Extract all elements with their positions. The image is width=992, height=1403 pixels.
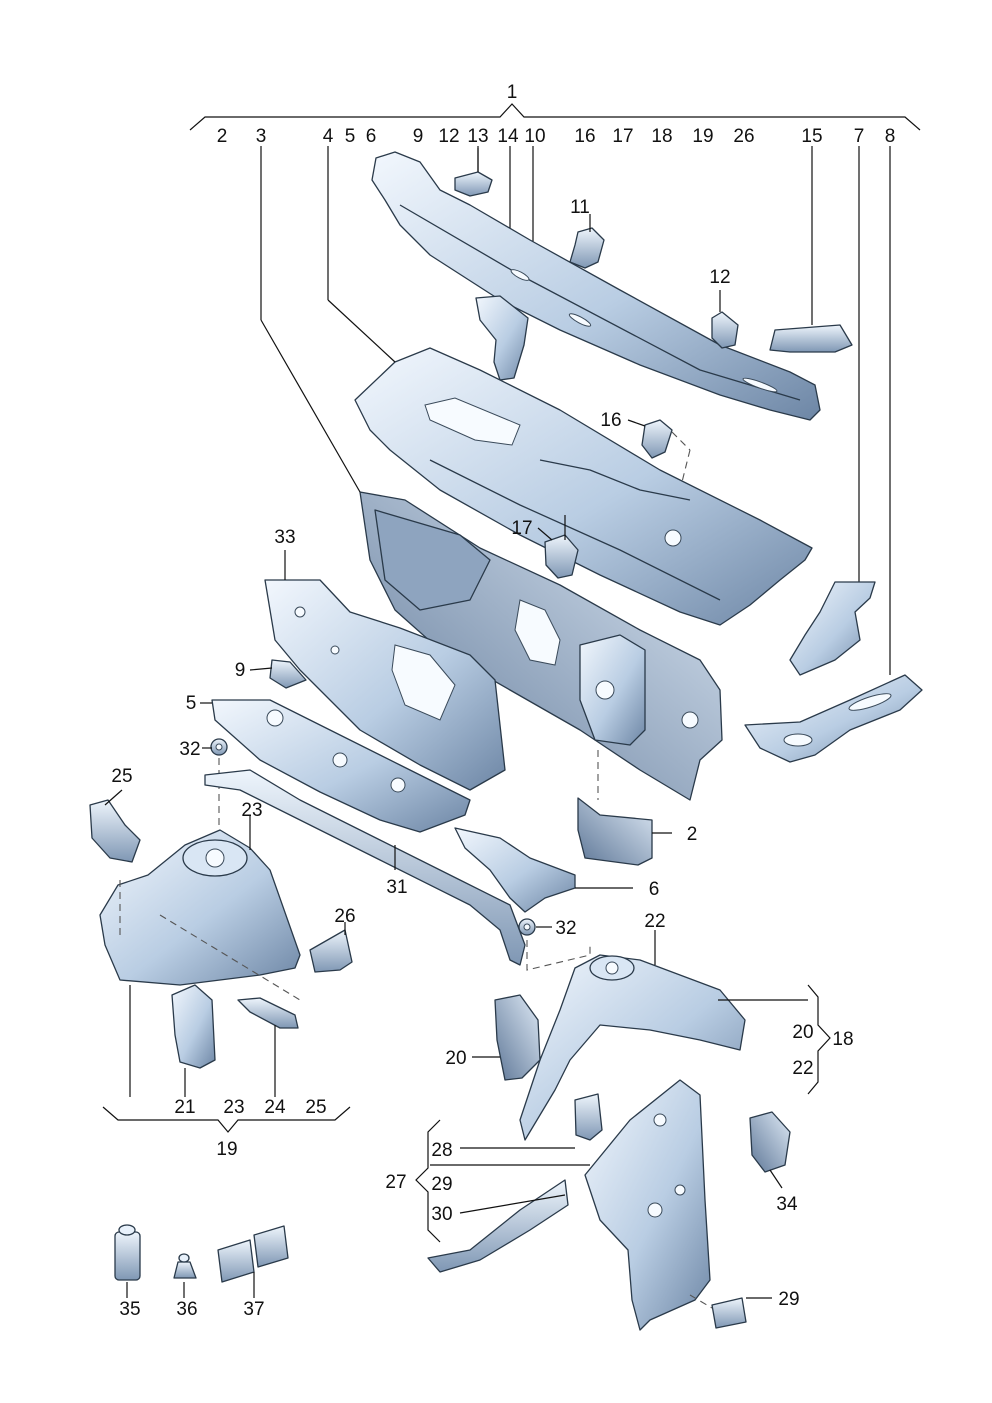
label-9: 9 bbox=[413, 126, 424, 147]
label-29a: 29 bbox=[431, 1174, 452, 1195]
part-7 bbox=[789, 581, 876, 676]
label-3: 3 bbox=[256, 126, 267, 147]
label-35: 35 bbox=[119, 1299, 140, 1320]
label-8: 8 bbox=[885, 126, 896, 147]
label-5: 5 bbox=[345, 126, 356, 147]
label-17: 17 bbox=[612, 126, 633, 147]
part-30 bbox=[427, 1179, 569, 1273]
bracket-12 bbox=[711, 311, 739, 349]
label-9b: 9 bbox=[235, 660, 246, 681]
leader-lines bbox=[102, 148, 831, 1299]
part-20 bbox=[494, 994, 541, 1081]
right-wheel-housing bbox=[519, 954, 746, 1141]
label-23b: 23 bbox=[223, 1097, 244, 1118]
patch-29 bbox=[711, 1297, 747, 1329]
part-21 bbox=[171, 984, 216, 1069]
label-11: 11 bbox=[570, 197, 590, 218]
strut-brace-31 bbox=[204, 769, 526, 966]
nut-32-left bbox=[210, 738, 228, 756]
label-26b: 26 bbox=[334, 906, 355, 927]
part-labels: 1 2 3 4 5 6 9 12 13 14 10 16 17 18 19 26… bbox=[111, 82, 895, 1320]
label-5b: 5 bbox=[186, 693, 197, 714]
label-23a: 23 bbox=[241, 800, 262, 821]
part-9 bbox=[269, 659, 307, 689]
label-25a: 25 bbox=[111, 766, 132, 787]
label-10: 10 bbox=[524, 126, 545, 147]
label-17b: 17 bbox=[511, 518, 532, 539]
label-22b: 22 bbox=[792, 1058, 813, 1079]
label-20b: 20 bbox=[445, 1048, 466, 1069]
label-12: 12 bbox=[438, 126, 459, 147]
part-36 bbox=[173, 1253, 197, 1279]
label-15: 15 bbox=[801, 126, 822, 147]
label-14: 14 bbox=[497, 126, 519, 147]
part-6 bbox=[454, 827, 576, 913]
label-19b: 19 bbox=[216, 1139, 237, 1160]
label-20a: 20 bbox=[792, 1022, 813, 1043]
plenum-panel bbox=[354, 347, 813, 626]
label-19: 19 bbox=[692, 126, 713, 147]
label-37: 37 bbox=[243, 1299, 264, 1320]
bracket-14 bbox=[475, 295, 529, 381]
part-8 bbox=[744, 674, 923, 763]
bracket-16 bbox=[641, 419, 673, 459]
part-37 bbox=[217, 1225, 289, 1283]
label-6: 6 bbox=[366, 126, 377, 147]
label-12b: 12 bbox=[709, 267, 730, 288]
label-16: 16 bbox=[574, 126, 595, 147]
label-29b: 29 bbox=[778, 1289, 799, 1310]
label-13: 13 bbox=[467, 126, 488, 147]
part-34 bbox=[749, 1111, 791, 1173]
part-24 bbox=[237, 997, 299, 1029]
cross-member-5 bbox=[211, 699, 471, 833]
label-18: 18 bbox=[651, 126, 672, 147]
label-28: 28 bbox=[431, 1140, 452, 1161]
label-1: 1 bbox=[507, 82, 518, 103]
left-wheel-housing bbox=[99, 829, 301, 986]
nut-32-right bbox=[518, 918, 536, 936]
label-32a: 32 bbox=[179, 739, 200, 760]
label-27: 27 bbox=[385, 1172, 406, 1193]
label-4: 4 bbox=[323, 126, 334, 147]
part-35 bbox=[114, 1224, 141, 1281]
label-26: 26 bbox=[733, 126, 754, 147]
a-pillar-29 bbox=[584, 1079, 711, 1331]
bracket-11 bbox=[569, 227, 605, 269]
bracket-13 bbox=[454, 171, 493, 197]
label-25b: 25 bbox=[305, 1097, 326, 1118]
label-2: 2 bbox=[217, 126, 228, 147]
inner-dash-panel bbox=[264, 579, 506, 791]
label-21: 21 bbox=[174, 1097, 195, 1118]
bracket-25 bbox=[89, 799, 141, 863]
plenum-upper-rail bbox=[371, 151, 821, 421]
part-2 bbox=[577, 797, 653, 866]
label-32b: 32 bbox=[555, 918, 576, 939]
label-30: 30 bbox=[431, 1204, 452, 1225]
label-22a: 22 bbox=[644, 911, 665, 932]
label-18b: 18 bbox=[832, 1029, 853, 1050]
bracket-15 bbox=[769, 324, 853, 353]
label-16b: 16 bbox=[600, 410, 621, 431]
part-28 bbox=[574, 1093, 603, 1141]
label-7: 7 bbox=[854, 126, 865, 147]
label-24: 24 bbox=[264, 1097, 286, 1118]
bulkhead-panel bbox=[359, 491, 723, 801]
label-33: 33 bbox=[274, 527, 295, 548]
label-34: 34 bbox=[776, 1194, 798, 1215]
label-2b: 2 bbox=[687, 824, 698, 845]
bracket-26 bbox=[309, 929, 353, 973]
label-36: 36 bbox=[176, 1299, 197, 1320]
label-6b: 6 bbox=[649, 879, 660, 900]
label-31: 31 bbox=[386, 877, 407, 898]
